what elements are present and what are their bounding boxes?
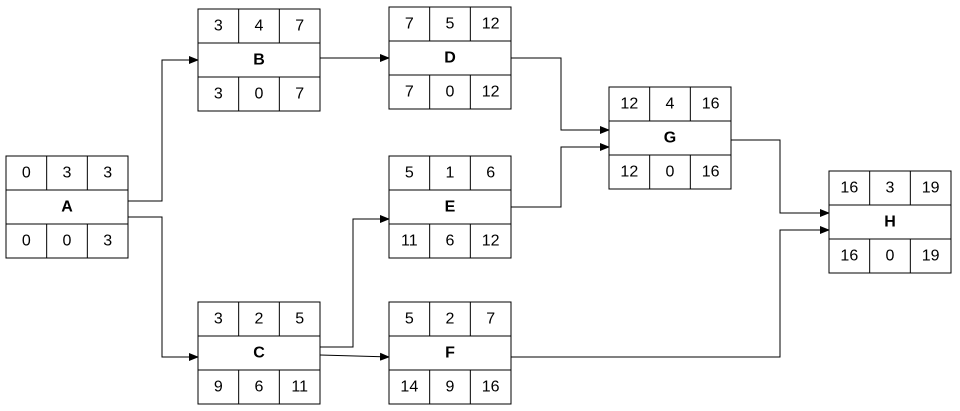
early-start-value: 0 [22, 165, 31, 182]
activity-name: B [253, 52, 265, 69]
late-finish-value: 3 [103, 233, 112, 250]
early-finish-value: 16 [702, 96, 720, 113]
edges-layer [128, 54, 830, 361]
late-finish-value: 12 [482, 233, 500, 250]
early-start-value: 3 [214, 311, 223, 328]
slack-value: 0 [666, 164, 675, 181]
early-finish-value: 12 [482, 16, 500, 33]
edge-a-to-b [128, 56, 199, 202]
late-start-value: 9 [214, 379, 223, 396]
edge-f-to-h [511, 226, 830, 358]
early-finish-value: 7 [295, 18, 304, 35]
slack-value: 6 [446, 233, 455, 250]
activity-node-c: 3 2 5C 9 6 11 [197, 301, 321, 405]
slack-value: 9 [446, 379, 455, 396]
late-start-value: 7 [405, 84, 414, 101]
duration-value: 4 [255, 18, 264, 35]
slack-value: 0 [886, 248, 895, 265]
edge-c-to-f [319, 352, 390, 361]
edge-g-to-h [731, 139, 830, 217]
activity-name: D [444, 50, 456, 67]
duration-value: 1 [446, 165, 455, 182]
activity-name: E [445, 199, 456, 216]
late-start-value: 14 [400, 379, 418, 396]
late-finish-value: 19 [922, 248, 940, 265]
activity-name: H [884, 214, 896, 231]
duration-value: 5 [446, 16, 455, 33]
edge-c-to-e [320, 215, 390, 348]
late-finish-value: 12 [482, 84, 500, 101]
late-finish-value: 7 [295, 86, 304, 103]
late-start-value: 11 [401, 233, 418, 250]
early-finish-value: 6 [486, 165, 495, 182]
duration-value: 2 [255, 311, 264, 328]
late-start-value: 3 [214, 86, 223, 103]
early-finish-value: 5 [295, 311, 304, 328]
duration-value: 3 [886, 180, 895, 197]
early-finish-value: 7 [486, 311, 495, 328]
edge-a-to-c [128, 216, 199, 361]
edge-e-to-g [511, 143, 610, 208]
late-finish-value: 16 [702, 164, 720, 181]
activity-name: C [253, 345, 265, 362]
late-start-value: 0 [22, 233, 31, 250]
early-finish-value: 3 [103, 165, 112, 182]
slack-value: 0 [255, 86, 264, 103]
early-start-value: 12 [620, 96, 638, 113]
activity-node-f: 5 2 7F 14 9 16 [388, 301, 512, 405]
early-start-value: 5 [405, 311, 414, 328]
late-start-value: 16 [840, 248, 858, 265]
activity-name: A [61, 199, 73, 216]
late-start-value: 12 [620, 164, 638, 181]
early-finish-value: 19 [922, 180, 940, 197]
early-start-value: 5 [405, 165, 414, 182]
early-start-value: 3 [214, 18, 223, 35]
activity-name: G [664, 130, 676, 147]
slack-value: 0 [63, 233, 72, 250]
early-start-value: 7 [405, 16, 414, 33]
duration-value: 4 [666, 96, 675, 113]
activity-name: F [445, 345, 455, 362]
edge-d-to-g [511, 57, 610, 134]
slack-value: 6 [255, 379, 264, 396]
duration-value: 3 [63, 165, 72, 182]
slack-value: 0 [446, 84, 455, 101]
late-finish-value: 16 [482, 379, 500, 396]
early-start-value: 16 [840, 180, 858, 197]
duration-value: 2 [446, 311, 455, 328]
late-finish-value: 11 [291, 379, 308, 396]
